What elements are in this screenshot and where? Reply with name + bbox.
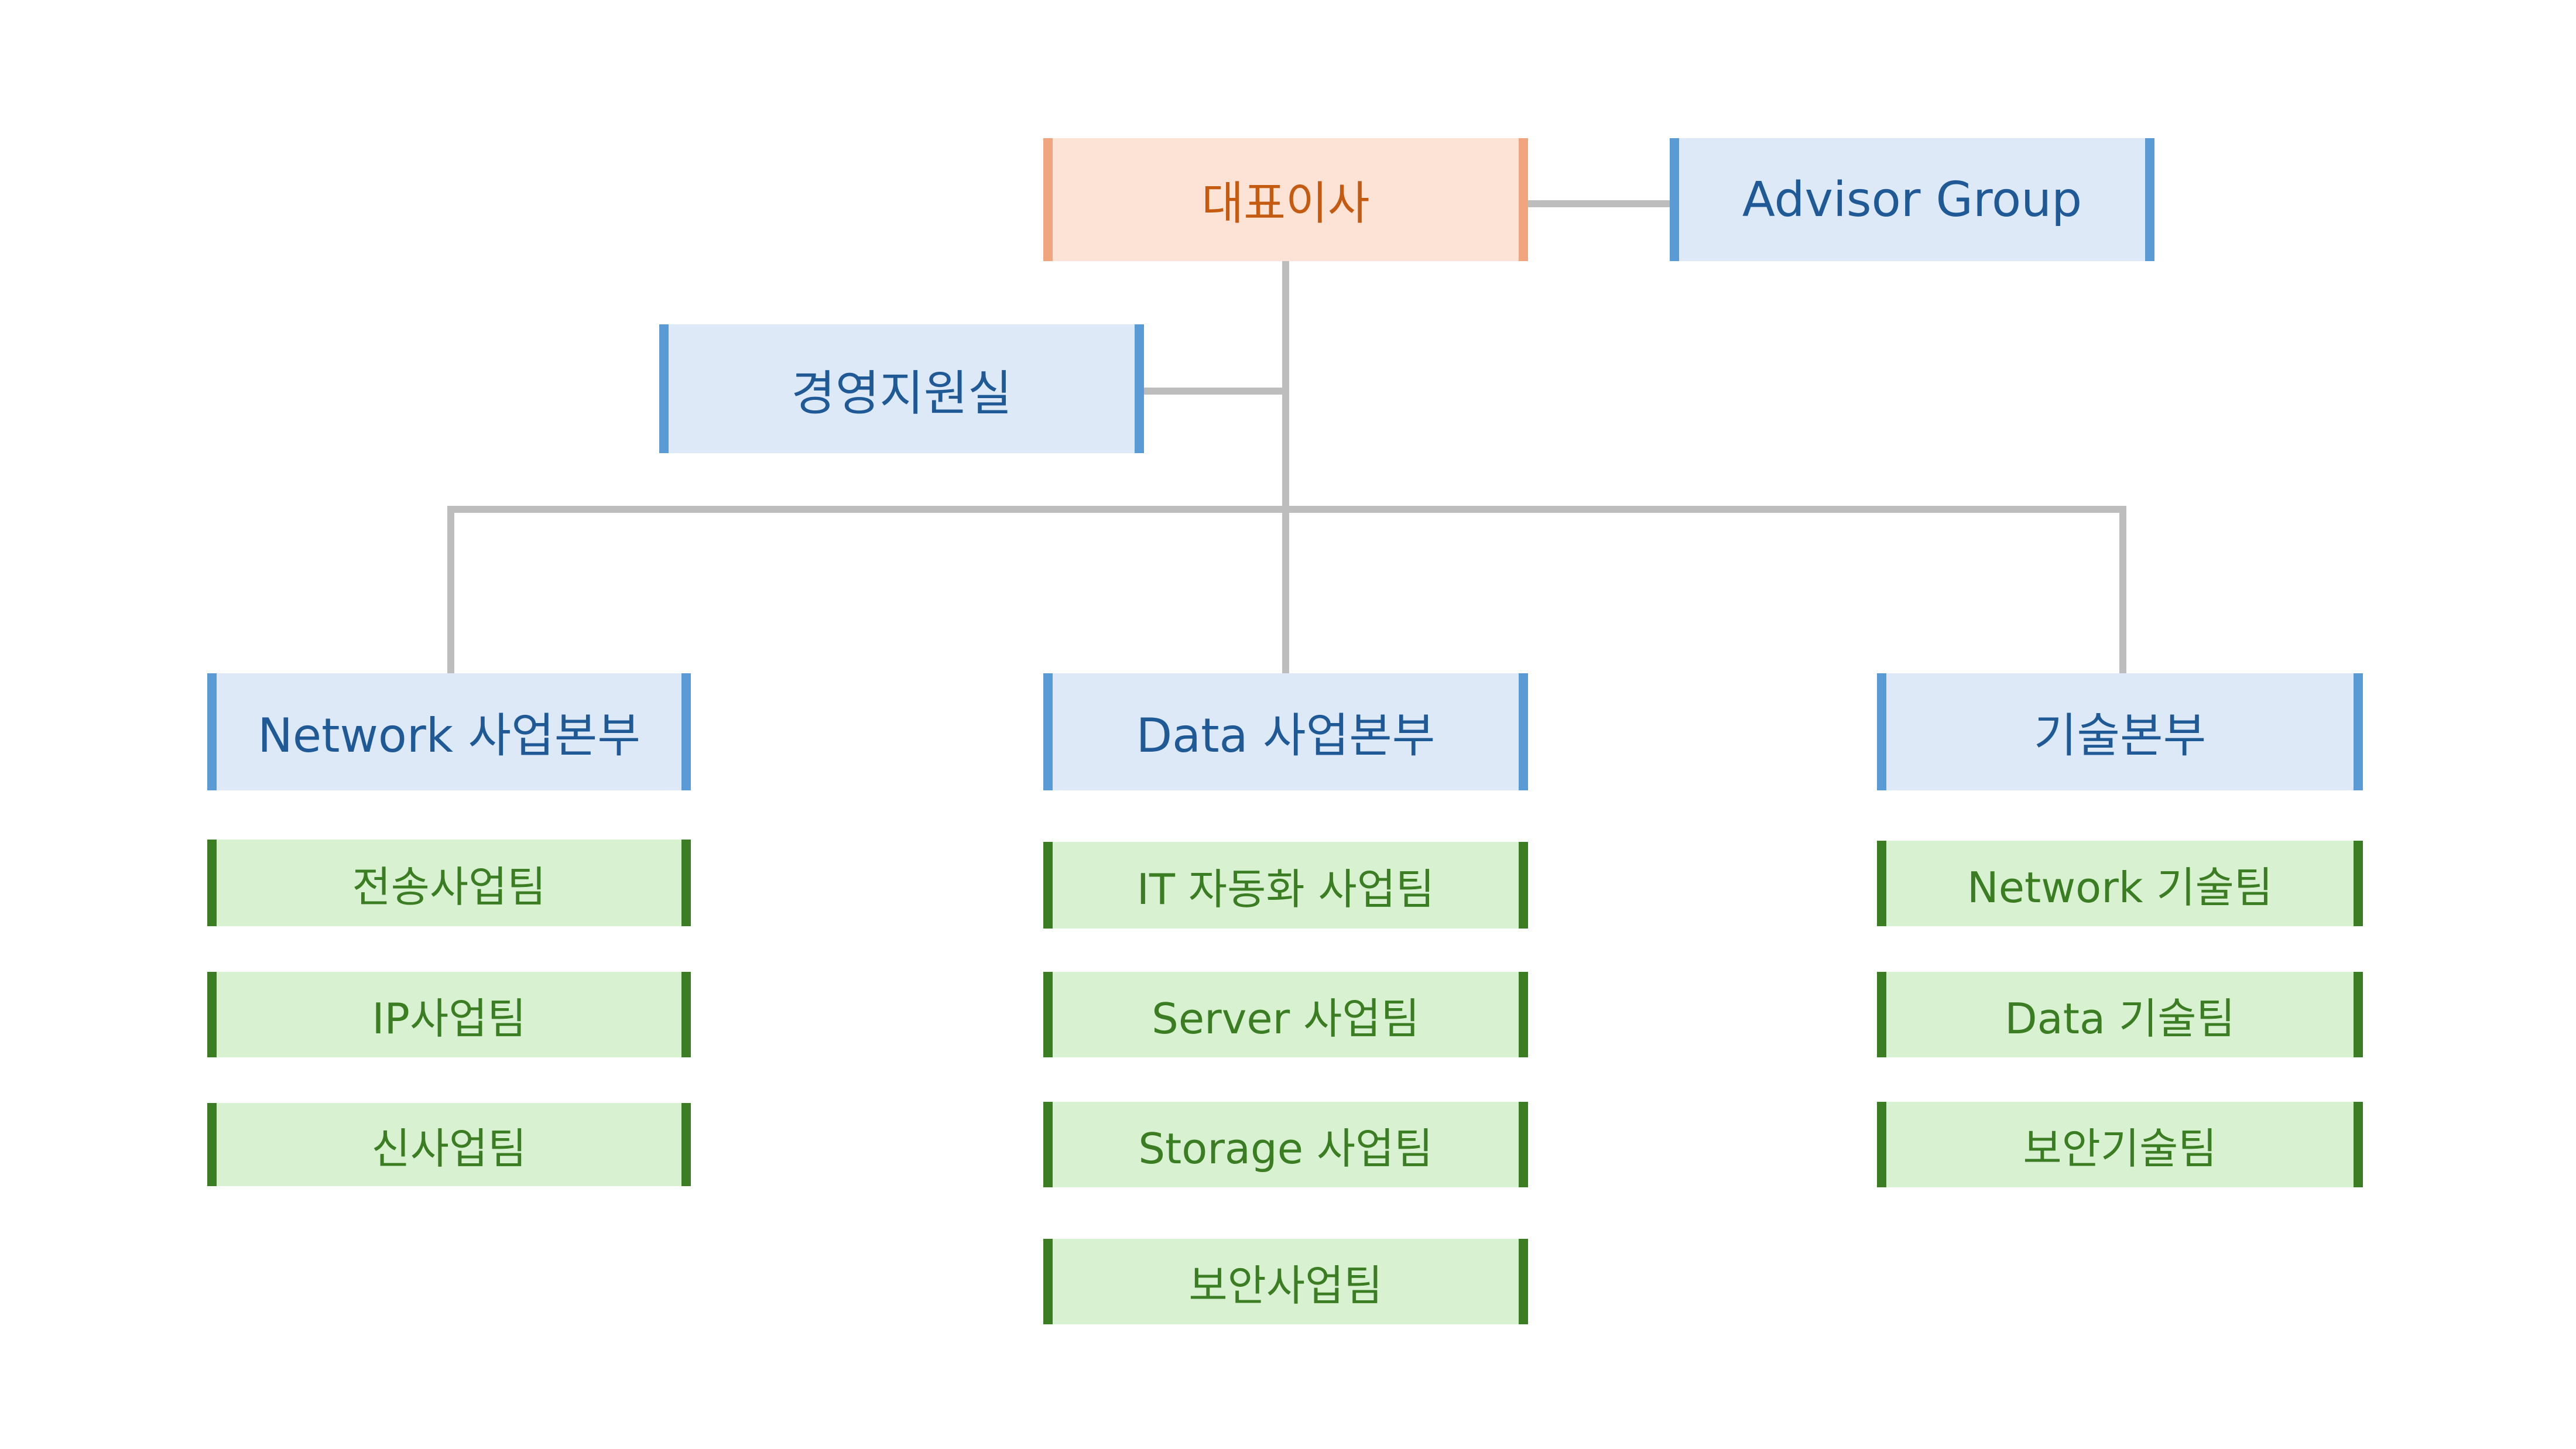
connector-division-bar [447,506,2126,513]
team-box: 전송사업팀 [207,840,691,926]
advisor-group-label: Advisor Group [1742,172,2082,228]
connector-ceo-advisor [1522,200,1674,207]
management-support-label: 경영지원실 [791,365,1012,422]
team-box: Data 기술팀 [1877,972,2363,1057]
division-network-box: Network 사업본부 [207,673,691,790]
team-box: 보안사업팀 [1043,1239,1528,1324]
team-box: IP사업팀 [207,972,691,1057]
team-label: Server 사업팀 [1152,994,1420,1043]
team-box: 신사업팀 [207,1103,691,1186]
team-label: 보안사업팀 [1188,1260,1383,1310]
team-box: IT 자동화 사업팀 [1043,842,1528,929]
team-box: Server 사업팀 [1043,972,1528,1057]
division-tech-box: 기술본부 [1877,673,2363,790]
management-support-box: 경영지원실 [659,324,1144,453]
team-label: 보안기술팀 [2023,1123,2217,1173]
connector-tech-division [2119,506,2126,684]
ceo-label: 대표이사 [1201,177,1370,230]
connector-network-division [447,506,454,684]
team-label: Data 기술팀 [2005,994,2235,1043]
division-data-label: Data 사업본부 [1136,708,1436,763]
team-label: IP사업팀 [372,994,526,1043]
team-label: IT 자동화 사업팀 [1136,864,1435,914]
team-box: 보안기술팀 [1877,1102,2363,1187]
division-network-label: Network 사업본부 [258,708,640,763]
connector-trunk-support [1135,388,1289,395]
advisor-group-box: Advisor Group [1670,138,2154,261]
team-box: Network 기술팀 [1877,841,2363,926]
team-label: 신사업팀 [371,1123,527,1173]
division-tech-label: 기술본부 [2033,708,2207,763]
division-data-box: Data 사업본부 [1043,673,1528,790]
team-label: 전송사업팀 [352,862,546,912]
team-label: Storage 사업팀 [1138,1123,1433,1173]
ceo-box: 대표이사 [1043,138,1528,261]
connector-ceo-trunk [1282,258,1289,684]
team-label: Network 기술팀 [1967,862,2273,912]
team-box: Storage 사업팀 [1043,1102,1528,1187]
